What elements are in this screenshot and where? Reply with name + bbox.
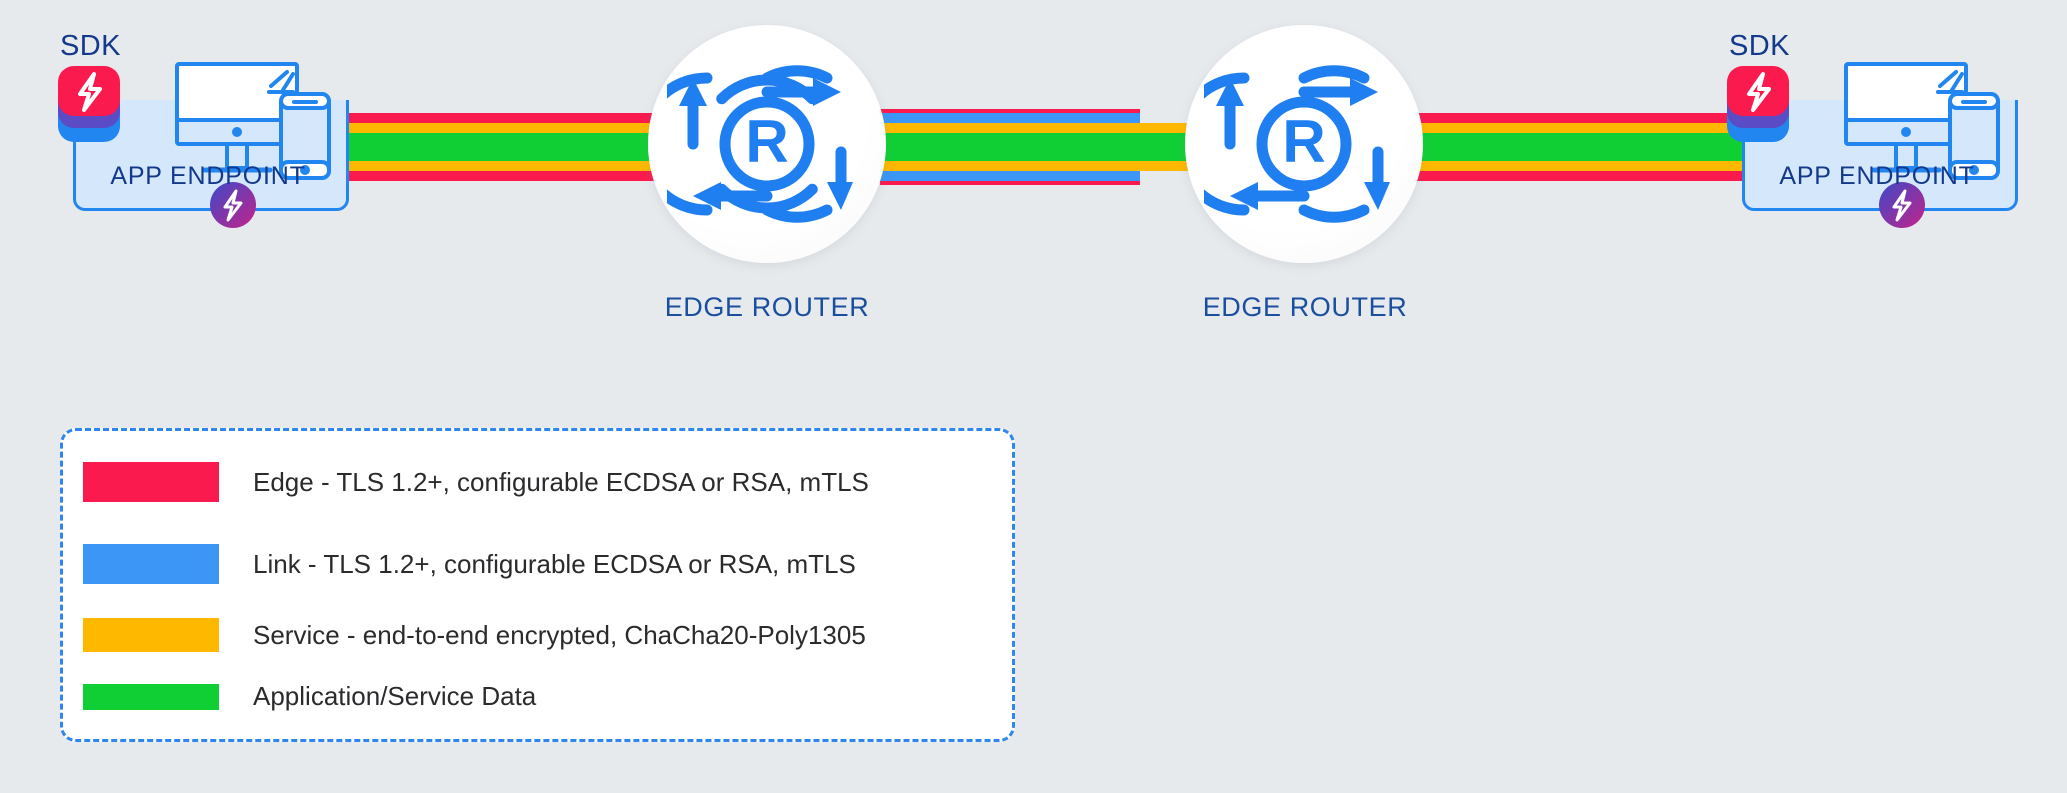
legend-swatch-data [83,683,219,710]
legend-swatch-edge [83,462,219,502]
router-right-label: EDGE ROUTER [1202,292,1408,322]
legend-item-service: Service - end-to-end encrypted, ChaCha20… [83,618,866,652]
legend-swatch-service [83,618,219,652]
pipe-link-blue-bot-middle [880,171,1140,181]
pipe-edge-red-top-right [1335,113,1765,123]
pipe-service-orange-bot-right [1335,161,1765,171]
legend-label-edge: Edge - TLS 1.2+, configurable ECDSA or R… [253,466,869,497]
legend-swatch-link [83,544,219,584]
right-endpoint-label: APP ENDPOINT [1779,162,1975,190]
sdk-stack-icon [58,66,120,142]
pipe-edge-red-top-left [255,113,685,123]
router-icon: R [667,65,853,223]
pipe-link-blue-top-middle [880,113,1140,123]
sdk-stack-icon [1727,66,1789,142]
router-glyph: R [745,108,788,175]
legend-label-link: Link - TLS 1.2+, configurable ECDSA or R… [253,548,856,579]
router-icon: R [1204,65,1390,223]
right-sdk-label: SDK [1729,30,1790,62]
legend-item-edge: Edge - TLS 1.2+, configurable ECDSA or R… [83,462,869,502]
left-device-illustration [175,62,331,180]
router-left-label: EDGE ROUTER [664,292,870,322]
pipe-service-orange-top-middle [700,123,1320,133]
pipe-edge-red-top-middle [880,109,1140,113]
pipe-service-orange-top-right [1335,123,1765,133]
legend-item-link: Link - TLS 1.2+, configurable ECDSA or R… [83,544,856,584]
left-endpoint-label: APP ENDPOINT [110,162,306,190]
left-sdk-label: SDK [60,30,121,62]
pipe-service-orange-bot-middle [700,161,1320,171]
pipe-service-orange-bot-left [255,161,685,171]
pipe-service-orange-top-left [255,123,685,133]
right-endpoint-badge-icon [1879,182,1925,228]
legend-panel: Edge - TLS 1.2+, configurable ECDSA or R… [60,428,1015,742]
left-endpoint-badge-icon [210,182,256,228]
router-right-circle: R [1185,25,1423,263]
router-glyph: R [1282,108,1325,175]
pipe-edge-red-bot-right [1335,171,1765,181]
pipe-edge-red-bot-left [255,171,685,181]
legend-label-data: Application/Service Data [253,681,537,711]
legend-label-service: Service - end-to-end encrypted, ChaCha20… [253,619,866,650]
legend-item-data: Application/Service Data [83,681,536,712]
right-device-illustration [1844,62,2000,180]
pipe-edge-red-bot-middle [880,181,1140,185]
router-left-circle: R [648,25,886,263]
